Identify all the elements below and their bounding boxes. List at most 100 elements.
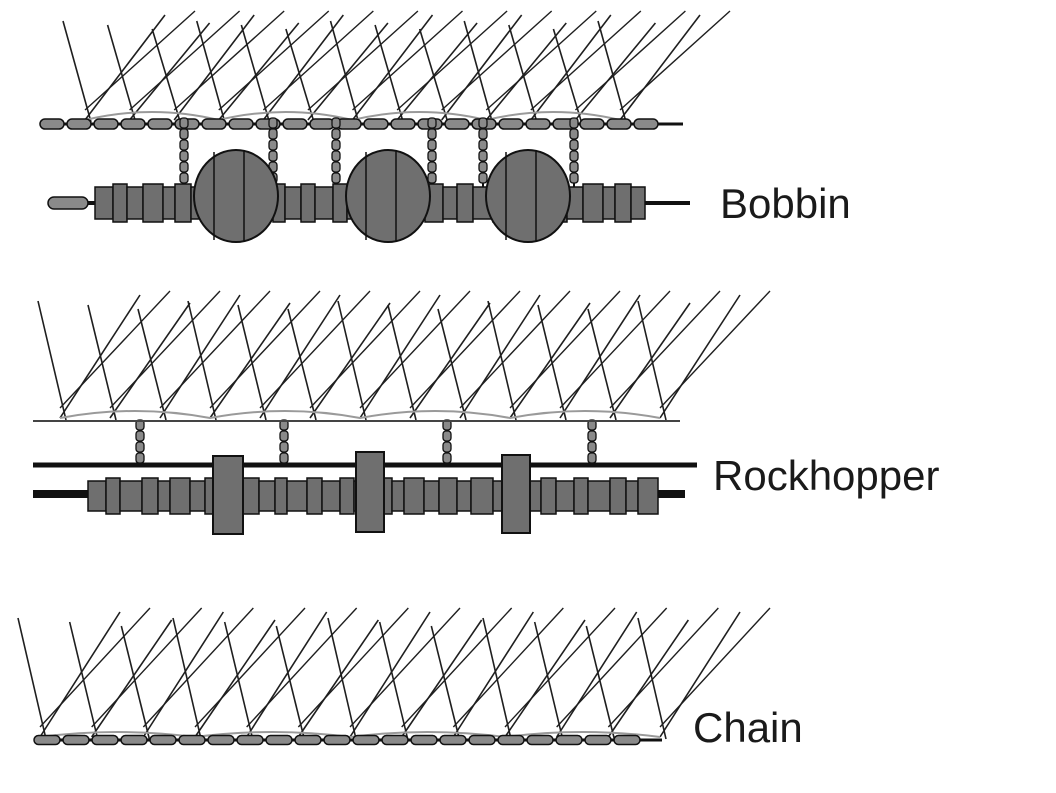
- net-thread: [530, 14, 612, 121]
- net-thread: [437, 308, 467, 421]
- net-thread: [441, 10, 553, 111]
- spacer-disc: [555, 480, 575, 512]
- net-thread: [396, 22, 478, 121]
- bobbin-ball: [345, 149, 431, 243]
- chain-link: [265, 734, 293, 746]
- net-thread: [555, 611, 638, 738]
- dropper-link: [478, 150, 488, 162]
- dropper-link: [442, 430, 452, 442]
- spacer-disc: [540, 477, 557, 515]
- net-thread: [609, 290, 721, 409]
- chain-link: [62, 734, 90, 746]
- net-thread: [463, 20, 494, 123]
- dropper-link: [587, 452, 597, 464]
- net-thread: [352, 10, 463, 111]
- net-thread: [84, 10, 196, 111]
- dropper-link: [569, 139, 579, 151]
- net-thread: [91, 619, 173, 738]
- net-thread: [128, 22, 211, 121]
- net-thread: [159, 290, 271, 409]
- net-thread: [441, 14, 523, 121]
- spacer-disc: [87, 480, 107, 512]
- spacer-disc: [582, 183, 604, 223]
- net-thread: [142, 607, 254, 728]
- dropper-link: [179, 150, 189, 162]
- net-thread: [659, 290, 771, 409]
- chain-link: [497, 734, 525, 746]
- net-thread: [401, 607, 513, 728]
- net-thread: [482, 617, 512, 740]
- net-thread: [359, 290, 471, 409]
- chain-link: [498, 118, 524, 130]
- net-thread: [62, 20, 92, 123]
- net-thread: [173, 10, 285, 111]
- net-thread: [39, 611, 121, 738]
- net-thread: [109, 302, 191, 419]
- spacer-disc: [105, 477, 121, 515]
- spacer-disc: [141, 477, 159, 515]
- dropper-link: [279, 441, 289, 453]
- dropper-link: [179, 161, 189, 173]
- dropper-link: [279, 430, 289, 442]
- spacer-disc: [423, 480, 440, 512]
- net-thread: [120, 625, 151, 740]
- net-thread: [556, 607, 668, 728]
- chain-link: [584, 734, 612, 746]
- spacer-disc: [625, 480, 639, 512]
- rockhopper-disc: [355, 451, 385, 533]
- chain-link: [323, 734, 351, 746]
- dropper-link: [179, 139, 189, 151]
- net-thread: [17, 617, 47, 740]
- chain-link: [555, 734, 583, 746]
- chain-link: [410, 734, 438, 746]
- dropper-link: [587, 430, 597, 442]
- bobbin-ball: [485, 149, 571, 243]
- net-thread: [307, 10, 419, 111]
- net-thread: [91, 607, 203, 728]
- dropper-link: [427, 139, 437, 151]
- spacer-disc: [169, 477, 191, 515]
- chain-link: [201, 118, 227, 130]
- net-thread: [307, 22, 389, 121]
- net-thread: [246, 607, 358, 728]
- chain-link: [606, 118, 632, 130]
- chain-link: [147, 118, 173, 130]
- dropper-link: [331, 150, 341, 162]
- dropper-link: [331, 172, 341, 184]
- net-thread: [209, 302, 291, 419]
- bobbin-footrope-chain: [39, 118, 683, 130]
- net-thread: [297, 607, 409, 728]
- net-thread: [504, 619, 586, 738]
- net-thread: [351, 14, 434, 121]
- bobbin-label: Bobbin: [720, 180, 851, 227]
- spacer-disc: [286, 480, 308, 512]
- net-thread: [287, 308, 317, 421]
- spacer-disc: [630, 186, 646, 220]
- chain-link: [526, 734, 554, 746]
- rockhopper-ground-rope: [33, 420, 697, 535]
- dropper-link: [478, 161, 488, 173]
- chain-link: [633, 118, 659, 130]
- spacer-disc: [306, 477, 323, 515]
- end-link: [47, 196, 89, 210]
- dropper-link: [569, 161, 579, 173]
- net-thread: [195, 20, 226, 123]
- spacer-disc: [162, 186, 176, 220]
- net-thread: [430, 625, 461, 740]
- net-thread: [637, 617, 667, 740]
- dropper-link: [427, 128, 437, 140]
- dropper-link: [587, 441, 597, 453]
- net-thread: [619, 14, 701, 121]
- net-thread: [309, 290, 421, 409]
- chain-link: [93, 118, 119, 130]
- dropper-link: [442, 452, 452, 464]
- net-thread: [337, 300, 367, 421]
- net-thread: [173, 14, 255, 121]
- bobbin-dropper-chains: [179, 117, 579, 190]
- dropper-link: [442, 441, 452, 453]
- chain-link: [207, 734, 235, 746]
- chain-link: [390, 118, 416, 130]
- chain-footrope: [33, 734, 662, 746]
- spacer-disc: [438, 477, 458, 515]
